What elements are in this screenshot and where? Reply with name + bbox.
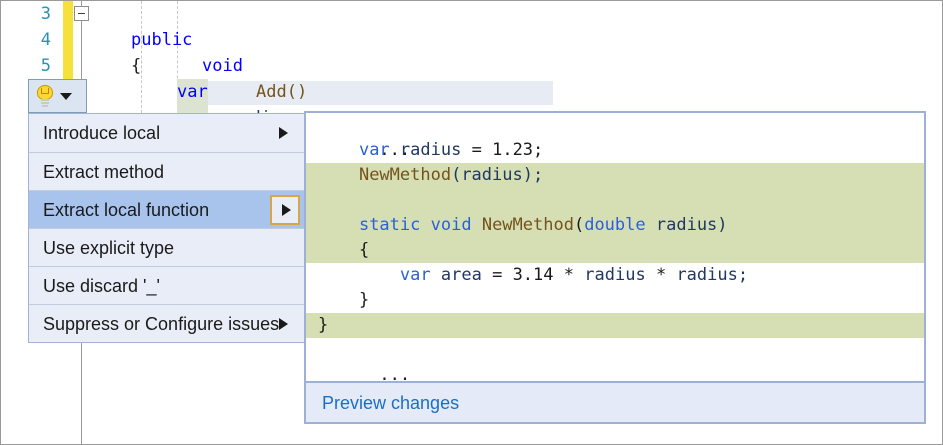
token-radius: radius <box>399 140 462 160</box>
token-public: public <box>131 30 193 50</box>
chevron-right-icon <box>279 127 288 139</box>
indent-guide <box>177 1 178 113</box>
indent-guide <box>141 1 142 113</box>
menu-item-suppress-or-configure-issues[interactable]: Suppress or Configure issues <box>29 304 305 342</box>
lightbulb-icon <box>34 84 56 108</box>
preview-line-newmethod-signature: static void NewMethod(double radius) <box>306 213 924 238</box>
preview-line-close-brace-inner: } <box>306 288 924 313</box>
preview-line-var-area: var area = 3.14 * radius * radius; <box>306 263 924 288</box>
code-line-5: var radius = 1.23; <box>1 53 942 180</box>
preview-line-blank <box>306 188 924 213</box>
token-void: void <box>202 56 243 76</box>
code-line-6: var area = 3.14 * radius * radius; <box>1 79 942 310</box>
token-double: double <box>584 215 646 235</box>
token-value-314: 3.14 <box>512 265 554 285</box>
chevron-down-icon[interactable] <box>60 92 72 100</box>
token-multiply: * <box>563 265 575 285</box>
menu-item-label: Extract local function <box>43 200 210 220</box>
menu-item-introduce-local[interactable]: Introduce local <box>29 114 305 152</box>
token-area: area <box>440 265 482 285</box>
token-equals: = <box>492 265 503 285</box>
code-line-3: public void Add() <box>1 1 942 102</box>
menu-item-label: Suppress or Configure issues <box>43 314 280 334</box>
change-indicator-bar <box>63 1 73 113</box>
token-add-method: Add() <box>256 82 308 102</box>
preview-line-newmethod-call: NewMethod(radius); <box>306 163 924 188</box>
token-static: static <box>358 215 421 235</box>
token-radius-semicolon: radius; <box>676 265 749 285</box>
quick-actions-lightbulb-button[interactable] <box>28 79 87 113</box>
preview-line-close-brace-outer: } <box>306 313 924 338</box>
preview-line-ellipsis-top: ... <box>306 113 924 160</box>
token-newmethod: NewMethod <box>358 165 452 185</box>
token-var: var <box>177 79 208 105</box>
token-equals: = <box>471 140 482 160</box>
code-line-4: { <box>1 27 942 76</box>
line-number: 4 <box>40 30 51 50</box>
token-radius: radius <box>584 265 646 285</box>
chevron-right-icon <box>282 203 291 216</box>
menu-item-extract-local-function[interactable]: Extract local function <box>29 190 305 228</box>
menu-item-label: Use discard '_' <box>43 276 160 296</box>
collapse-region-toggle[interactable] <box>74 6 89 21</box>
token-open-brace: { <box>131 56 142 76</box>
token-var: var <box>399 265 431 285</box>
menu-item-label: Extract method <box>43 162 165 182</box>
preview-line-open-brace: { <box>306 238 924 263</box>
token-value-123: 1.23; <box>492 140 544 160</box>
token-var: var <box>358 140 390 160</box>
token-void: void <box>430 215 472 235</box>
line-number: 5 <box>40 56 51 76</box>
preview-footer: Preview changes <box>306 381 924 422</box>
preview-line-ellipsis-bottom: ... <box>306 338 924 381</box>
line-number: 3 <box>40 4 51 24</box>
menu-item-label: Introduce local <box>43 123 161 143</box>
token-close-brace: } <box>358 290 370 310</box>
quick-actions-menu[interactable]: Introduce local Extract method Extract l… <box>28 113 306 343</box>
quick-actions-preview-popup: ... var radius = 1.23; NewMethod(radius)… <box>304 111 926 424</box>
token-newmethod: NewMethod <box>481 215 574 235</box>
token-open-brace: { <box>358 240 370 260</box>
token-ellipsis: ... <box>379 140 411 160</box>
chevron-right-icon <box>279 317 288 330</box>
selection-highlight <box>177 81 553 105</box>
menu-item-use-discard[interactable]: Use discard '_' <box>29 266 305 304</box>
menu-item-use-explicit-type[interactable]: Use explicit type <box>29 228 305 266</box>
token-ellipsis: ... <box>379 365 411 381</box>
menu-item-extract-method[interactable]: Extract method <box>29 152 305 190</box>
token-close-brace: } <box>318 315 329 335</box>
token-radius-param: radius) <box>655 215 728 235</box>
token-newmethod-args: (radius); <box>451 165 544 185</box>
token-multiply: * <box>655 265 667 285</box>
preview-changes-link[interactable]: Preview changes <box>322 392 460 413</box>
preview-line-var-radius: var radius = 1.23; <box>306 138 924 163</box>
menu-item-label: Use explicit type <box>43 238 175 258</box>
preview-code-area: ... var radius = 1.23; NewMethod(radius)… <box>306 113 924 381</box>
